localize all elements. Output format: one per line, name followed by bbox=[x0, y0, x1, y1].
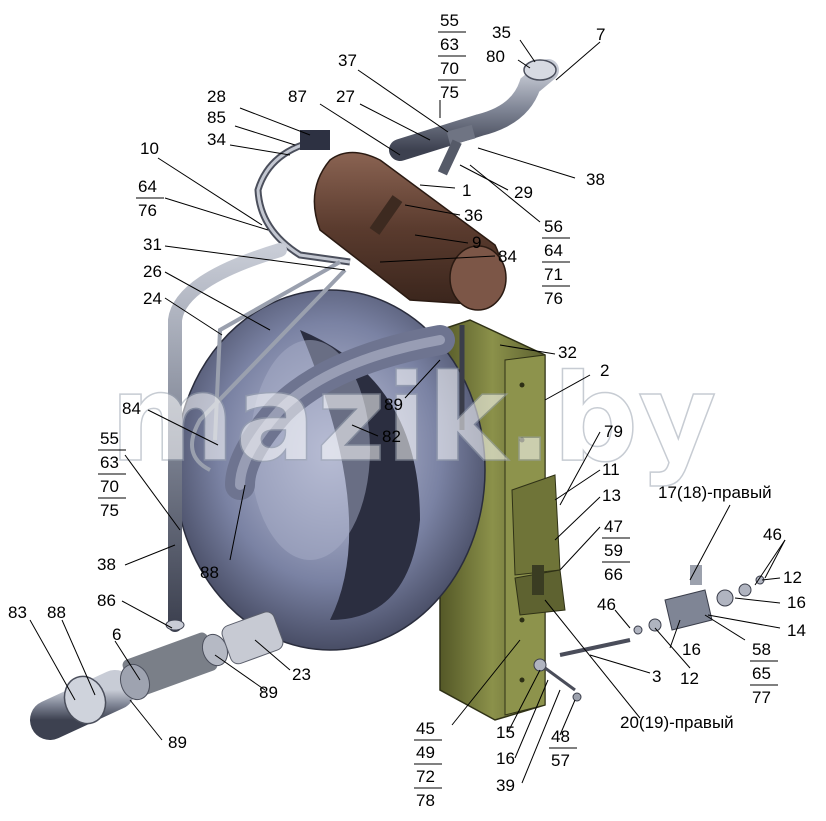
label-56: 56 bbox=[544, 217, 563, 236]
label-65: 65 bbox=[752, 664, 771, 683]
label-55b: 55 bbox=[100, 429, 119, 448]
label-12a: 12 bbox=[783, 568, 802, 587]
label-71: 71 bbox=[544, 265, 563, 284]
label-31: 31 bbox=[143, 235, 162, 254]
leader-lines bbox=[29, 39, 786, 784]
label-75a: 75 bbox=[440, 83, 459, 102]
upper-tank bbox=[313, 151, 507, 311]
label-32: 32 bbox=[558, 343, 577, 362]
label-76a: 76 bbox=[138, 201, 157, 220]
label-64b: 64 bbox=[544, 241, 563, 260]
label-63b: 63 bbox=[100, 453, 119, 472]
label-20-19-right: 20(19)-правый bbox=[620, 713, 734, 732]
label-39: 39 bbox=[496, 776, 515, 795]
upper-hoses bbox=[190, 130, 351, 472]
watermark: mazik.by bbox=[110, 350, 717, 489]
label-84b: 84 bbox=[122, 399, 141, 418]
label-16b: 16 bbox=[682, 640, 701, 659]
label-88a: 88 bbox=[200, 563, 219, 582]
label-70a: 70 bbox=[440, 59, 459, 78]
label-85: 85 bbox=[207, 108, 226, 127]
label-77: 77 bbox=[752, 688, 771, 707]
label-76b: 76 bbox=[544, 289, 563, 308]
label-84a: 84 bbox=[498, 247, 517, 266]
label-66: 66 bbox=[604, 565, 623, 584]
label-27: 27 bbox=[336, 87, 355, 106]
label-13: 13 bbox=[602, 486, 621, 505]
mount-hardware bbox=[533, 565, 765, 702]
label-6: 6 bbox=[112, 625, 121, 644]
label-75b: 75 bbox=[100, 501, 119, 520]
label-89c: 89 bbox=[168, 733, 187, 752]
label-46a: 46 bbox=[763, 525, 782, 544]
label-28: 28 bbox=[207, 87, 226, 106]
label-48: 48 bbox=[551, 727, 570, 746]
label-10: 10 bbox=[140, 139, 159, 158]
label-72: 72 bbox=[416, 767, 435, 786]
label-57: 57 bbox=[551, 751, 570, 770]
label-55a: 55 bbox=[440, 11, 459, 30]
filler-neck bbox=[389, 59, 559, 176]
side-brackets bbox=[511, 474, 631, 657]
label-1: 1 bbox=[462, 181, 471, 200]
callout-labels: 55 63 70 75 35 80 7 37 28 85 34 87 27 10… bbox=[8, 11, 806, 810]
label-59: 59 bbox=[604, 541, 623, 560]
label-16c: 16 bbox=[496, 749, 515, 768]
label-64a: 64 bbox=[138, 177, 157, 196]
label-80: 80 bbox=[486, 47, 505, 66]
label-24: 24 bbox=[143, 289, 162, 308]
label-14: 14 bbox=[787, 621, 806, 640]
label-89a: 89 bbox=[384, 395, 403, 414]
label-82: 82 bbox=[382, 427, 401, 446]
label-7: 7 bbox=[596, 25, 605, 44]
label-79: 79 bbox=[604, 422, 623, 441]
label-70b: 70 bbox=[100, 477, 119, 496]
label-17-18-right: 17(18)-правый bbox=[658, 483, 772, 502]
main-hose bbox=[225, 325, 455, 500]
label-58: 58 bbox=[752, 640, 771, 659]
label-38b: 38 bbox=[97, 555, 116, 574]
label-35: 35 bbox=[492, 23, 511, 42]
label-89b: 89 bbox=[259, 683, 278, 702]
label-36: 36 bbox=[464, 206, 483, 225]
label-63a: 63 bbox=[440, 35, 459, 54]
label-46b: 46 bbox=[597, 595, 616, 614]
label-26: 26 bbox=[143, 262, 162, 281]
label-37: 37 bbox=[338, 51, 357, 70]
label-45: 45 bbox=[416, 719, 435, 738]
label-9: 9 bbox=[472, 233, 481, 252]
label-49: 49 bbox=[416, 743, 435, 762]
label-12b: 12 bbox=[680, 669, 699, 688]
label-23: 23 bbox=[292, 665, 311, 684]
label-16a: 16 bbox=[787, 593, 806, 612]
label-38a: 38 bbox=[586, 170, 605, 189]
label-83: 83 bbox=[8, 603, 27, 622]
label-47: 47 bbox=[604, 517, 623, 536]
label-88b: 88 bbox=[47, 603, 66, 622]
label-86: 86 bbox=[97, 591, 116, 610]
label-2: 2 bbox=[600, 361, 609, 380]
label-87: 87 bbox=[288, 87, 307, 106]
label-78: 78 bbox=[416, 791, 435, 810]
label-29: 29 bbox=[514, 183, 533, 202]
label-11: 11 bbox=[602, 460, 620, 479]
label-3: 3 bbox=[652, 667, 661, 686]
label-15: 15 bbox=[496, 723, 515, 742]
connector-icon bbox=[300, 130, 330, 150]
label-34: 34 bbox=[207, 130, 226, 149]
